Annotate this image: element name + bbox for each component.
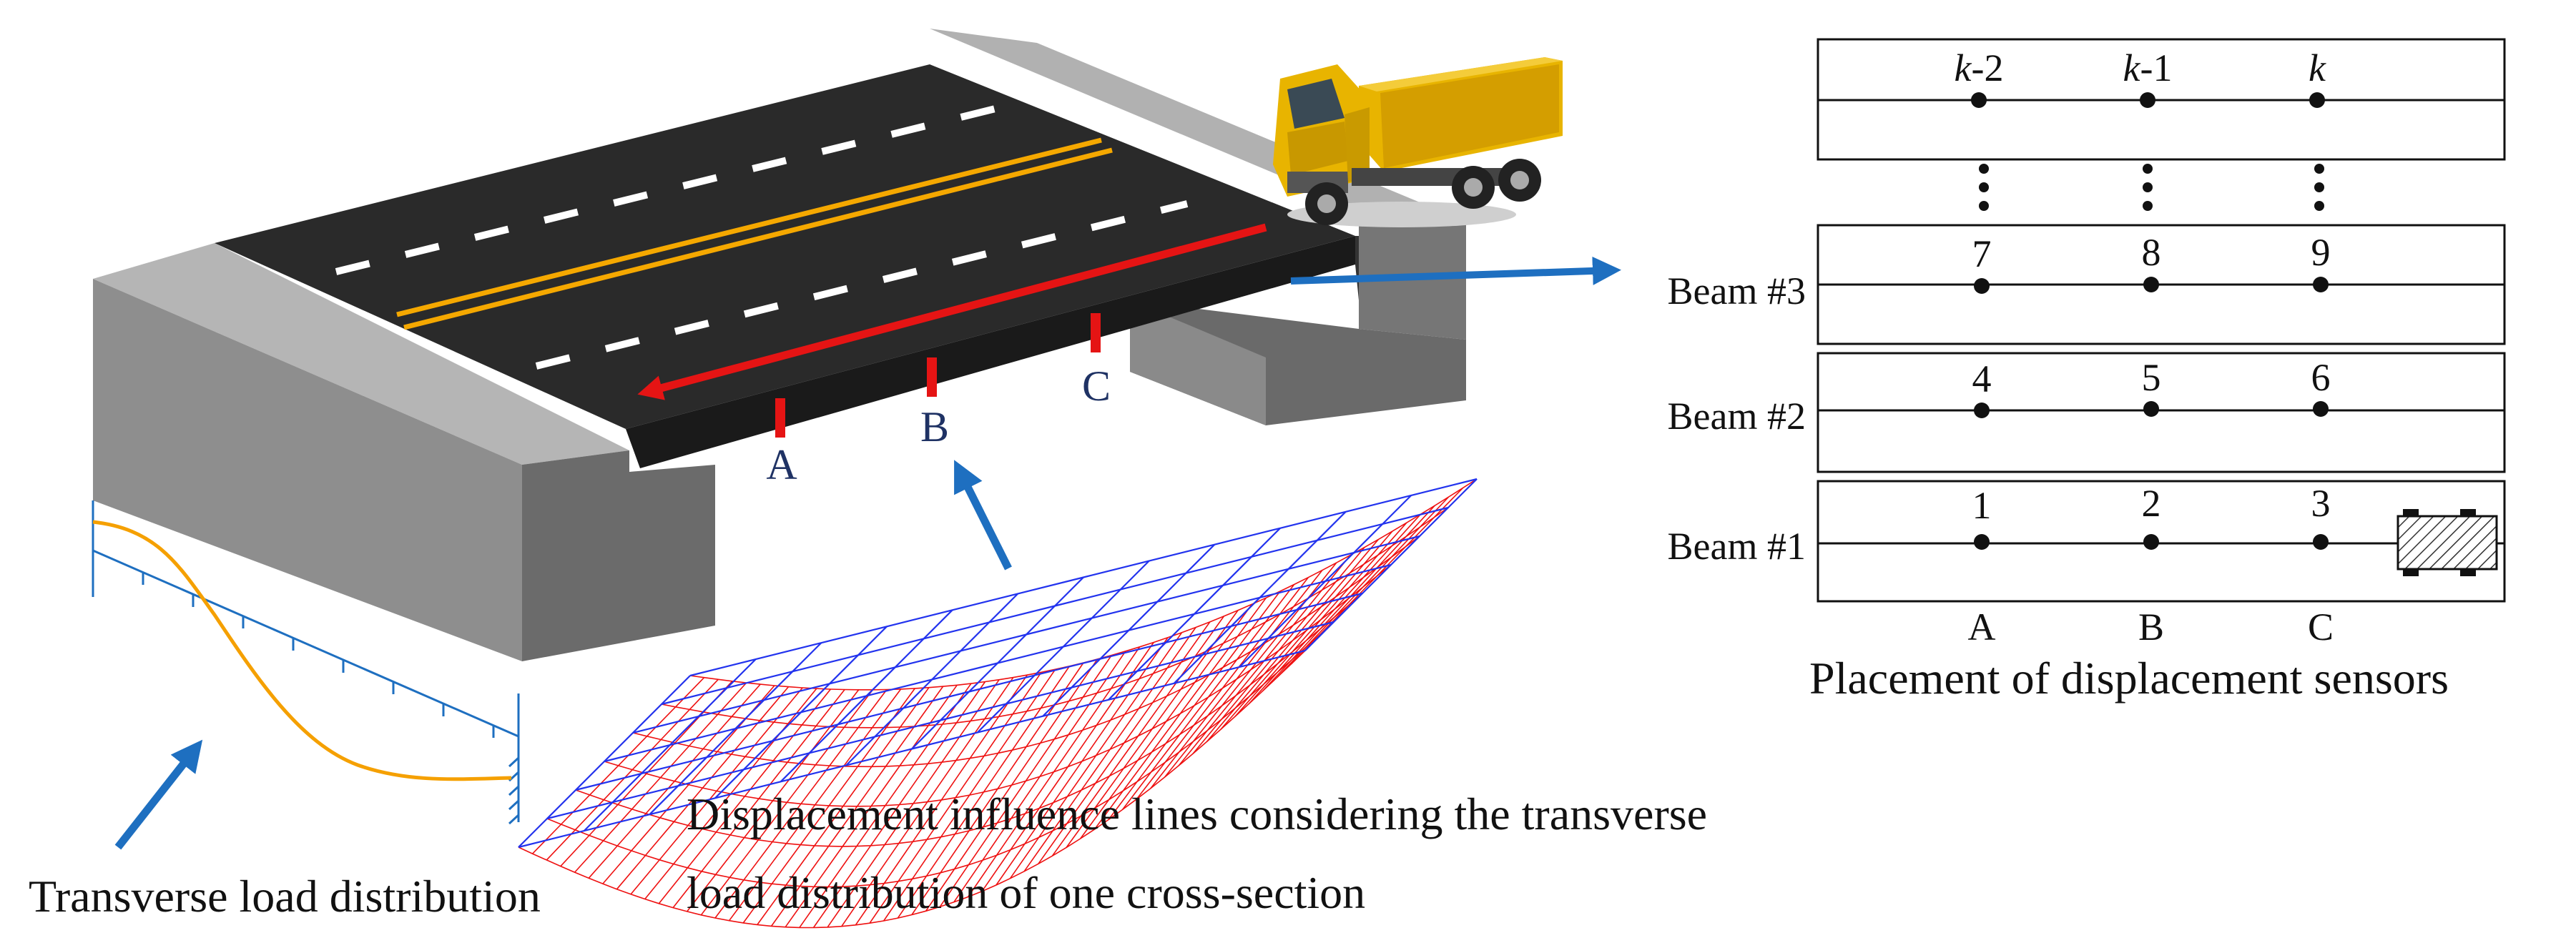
influence-line-mesh [518, 478, 1478, 929]
beam-label: Beam #1 [1668, 525, 1806, 568]
sensor-panel-caption: Placement of displacement sensors [1809, 653, 2449, 704]
section-marker-b [927, 357, 937, 397]
sensor-panel: k-2 k-1 k 7 8 9 Beam #3 4 5 6 Beam #2 [1668, 38, 2506, 704]
sensor-dot [2143, 401, 2159, 417]
sensor-label: 3 [2311, 482, 2331, 525]
sensor-dot [2143, 277, 2159, 292]
pointer-arrow [954, 460, 1012, 571]
sensor-label-k-1: k-1 [2123, 46, 2173, 89]
dump-truck-icon [1273, 57, 1563, 227]
sensor-dot [2313, 277, 2329, 292]
pointer-arrow [114, 739, 203, 850]
transverse-load-axis [92, 500, 520, 825]
column-label: B [2138, 606, 2164, 648]
influence-caption-line-1: Displacement influence lines considering… [687, 789, 1707, 839]
sensor-label-k: k [2309, 46, 2326, 89]
sensor-dot [1974, 403, 1990, 418]
vehicle-hatched-icon [2396, 509, 2498, 576]
section-label: A [766, 441, 797, 488]
section-labels: A B C [766, 362, 1111, 488]
pointer-arrow [1290, 256, 1621, 285]
sensor-label-k-2: k-2 [1955, 46, 2004, 89]
sensor-dot [1974, 278, 1990, 294]
beam-label: Beam #2 [1668, 395, 1806, 438]
sensor-label: 6 [2311, 356, 2331, 399]
sensor-dot [2140, 92, 2155, 108]
section-marker-c [1091, 313, 1101, 352]
sensor-label: 9 [2311, 231, 2331, 274]
sensor-label: 5 [2142, 356, 2161, 399]
section-marker-a [775, 398, 785, 438]
bridge-deck [215, 64, 1359, 468]
sensor-dot [2313, 401, 2329, 417]
center-line [396, 137, 1113, 330]
ellipsis-dots [1979, 164, 2324, 211]
deck-edge [626, 236, 1355, 468]
beam-box-2 [1817, 352, 2506, 473]
column-label: A [1968, 606, 1996, 648]
sensor-dot [1971, 92, 1987, 108]
sensor-dot [2313, 534, 2329, 550]
beam-label: Beam #3 [1668, 270, 1806, 312]
transverse-caption: Transverse load distribution [29, 871, 541, 922]
section-markers [775, 313, 1101, 438]
section-label: B [920, 403, 949, 450]
column-label: C [2308, 606, 2334, 648]
sensor-label: 4 [1972, 357, 1992, 400]
sensor-label: 8 [2142, 231, 2161, 274]
sensor-dot [2143, 534, 2159, 550]
road-surface [215, 64, 1355, 429]
sensor-label: 7 [1972, 232, 1992, 275]
section-label: C [1082, 362, 1111, 410]
sensor-dot [1974, 534, 1990, 550]
beam-box-1 [1817, 480, 2506, 603]
sensor-label: 2 [2142, 482, 2161, 525]
traffic-direction-arrow [637, 223, 1267, 400]
sensor-label: 1 [1972, 484, 1992, 527]
influence-caption-line-2: load distribution of one cross-section [687, 867, 1365, 918]
sensor-dot [2309, 92, 2325, 108]
transverse-load-curve [92, 520, 512, 781]
left-abutment [93, 243, 715, 661]
